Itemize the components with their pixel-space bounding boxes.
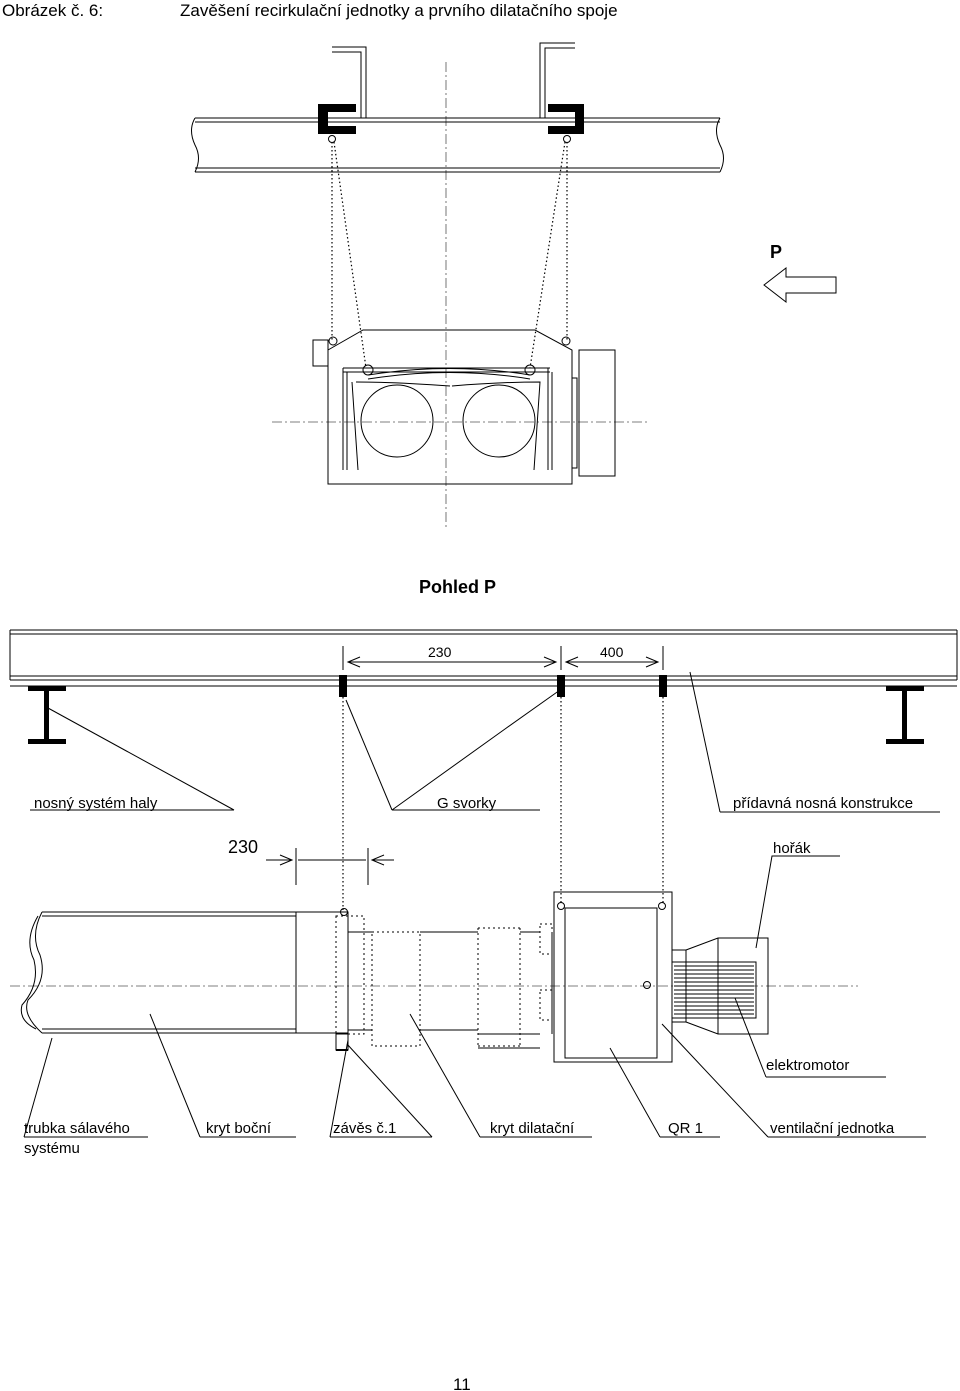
figure-number: Obrázek č. 6: [2, 1, 103, 20]
left-i-beam [28, 686, 66, 744]
page-number: 11 [453, 1375, 471, 1391]
direction-label-p: P [770, 242, 782, 262]
motor-block [578, 349, 616, 477]
side-cover [295, 911, 349, 1034]
unit-housing [312, 329, 616, 485]
ventilation-unit-box [553, 891, 673, 1063]
motor-fins [674, 965, 754, 1015]
g-clamp-2 [557, 675, 565, 697]
label-dilatation-cover: kryt dilatační [490, 1120, 575, 1137]
bottom-view [10, 697, 926, 1138]
side-view-title: Pohled P [419, 577, 496, 597]
label-tube-line1: trubka sálavého [24, 1120, 130, 1137]
label-hall-structure: nosný systém haly [34, 795, 158, 812]
right-i-beam [886, 686, 924, 744]
label-extra-structure: přídavná nosná konstrukce [733, 795, 913, 812]
g-clamp-3 [659, 675, 667, 697]
label-hanger: závěs č.1 [333, 1120, 396, 1137]
label-g-clamps: G svorky [437, 795, 497, 812]
label-burner: hořák [773, 840, 811, 857]
electric-motor [671, 961, 757, 1019]
ceiling-beam [191, 117, 724, 173]
dimension-230-top: 230 [428, 644, 452, 660]
left-tube [360, 384, 434, 458]
right-tube [462, 384, 536, 458]
dilatation-cover [371, 931, 421, 1047]
side-view: 230 400 [9, 629, 958, 813]
g-clamp-1 [339, 675, 347, 697]
right-g-clamp [548, 104, 584, 134]
figure-title: Zavěšení recirkulační jednotky a prvního… [180, 1, 618, 20]
left-g-clamp [318, 104, 356, 134]
label-electric-motor: elektromotor [766, 1057, 849, 1074]
dimension-400: 400 [600, 644, 624, 660]
label-vent-unit: ventilační jednotka [770, 1120, 895, 1137]
left-hanger-bracket [318, 46, 367, 143]
top-view: P [191, 42, 837, 530]
view-arrow-icon [763, 266, 837, 304]
label-side-cover: kryt boční [206, 1120, 272, 1137]
label-tube-line2: systému [24, 1140, 80, 1157]
label-qr: QR 1 [668, 1120, 703, 1137]
dimension-230-bottom: 230 [228, 837, 258, 857]
right-hanger-bracket [539, 42, 584, 143]
